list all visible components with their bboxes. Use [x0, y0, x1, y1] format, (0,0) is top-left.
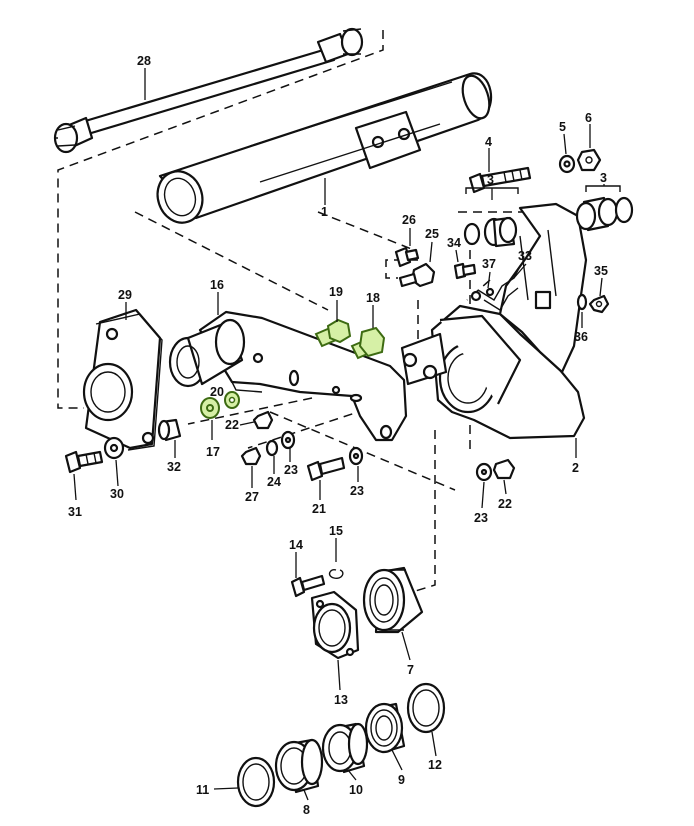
ring-11 — [236, 756, 276, 808]
callout-3-left: 3 — [487, 173, 494, 187]
bearing-9 — [364, 702, 406, 754]
nut-22-bottom — [492, 458, 516, 480]
callout-37: 37 — [482, 257, 496, 271]
bushing-set-right — [575, 196, 634, 232]
callout-3-right: 3 — [600, 171, 607, 185]
callout-15: 15 — [329, 524, 343, 538]
callout-2: 2 — [572, 461, 579, 475]
seal-flange-13 — [310, 590, 360, 660]
callout-12: 12 — [428, 758, 442, 772]
bearing-10 — [321, 722, 369, 774]
callout-24: 24 — [267, 475, 281, 489]
nut-27 — [240, 446, 262, 466]
callout-19: 19 — [329, 285, 343, 299]
ring-12 — [406, 682, 446, 734]
washer-36 — [576, 293, 588, 311]
callout-35: 35 — [594, 264, 608, 278]
callout-18: 18 — [366, 291, 380, 305]
callout-33: 33 — [518, 249, 532, 263]
leader-lines — [73, 68, 621, 801]
callout-31: 31 — [68, 505, 82, 519]
callout-5: 5 — [559, 120, 566, 134]
callout-22-bottom: 22 — [498, 497, 512, 511]
callout-11: 11 — [196, 783, 209, 797]
callout-36: 36 — [574, 330, 588, 344]
stud-25 — [398, 262, 436, 288]
callout-28: 28 — [137, 54, 151, 68]
bolt-18-highlighted — [350, 326, 386, 360]
clip-15 — [328, 568, 344, 580]
bolt-26 — [394, 246, 420, 268]
callout-10: 10 — [349, 783, 363, 797]
callout-26: 26 — [402, 213, 416, 227]
callout-23-right: 23 — [350, 484, 364, 498]
nut-6 — [576, 148, 602, 172]
callout-29: 29 — [118, 288, 132, 302]
bearing-8 — [274, 738, 324, 794]
callout-20: 20 — [210, 385, 224, 399]
nut-35 — [588, 294, 610, 314]
washer-5 — [558, 154, 576, 174]
washer-23-bottom — [475, 462, 493, 482]
washer-23-lower-left — [280, 430, 296, 450]
callout-17: 17 — [206, 445, 220, 459]
callout-32: 32 — [167, 460, 181, 474]
cross-tube — [156, 72, 493, 224]
callout-14: 14 — [289, 538, 303, 552]
flange-housing — [82, 308, 163, 451]
callout-9: 9 — [398, 773, 405, 787]
lock-washer-24 — [265, 439, 279, 457]
callout-23-bottom: 23 — [474, 511, 488, 525]
callout-16: 16 — [210, 278, 224, 292]
washer-20-highlighted — [224, 391, 240, 409]
callout-labels: 28 1 29 16 19 18 20 17 22 23 27 24 21 23… — [68, 54, 608, 817]
callout-30: 30 — [110, 487, 124, 501]
callout-13: 13 — [334, 693, 348, 707]
callout-21: 21 — [312, 502, 326, 516]
bolt-34 — [453, 262, 477, 280]
trailing-arm-plate — [168, 310, 408, 442]
callout-7: 7 — [407, 663, 414, 677]
nut-17-highlighted — [200, 397, 220, 419]
nut-22-upper — [252, 410, 274, 430]
callout-23-upper: 23 — [284, 463, 298, 477]
bolt-19-highlighted — [314, 318, 352, 348]
callout-4: 4 — [485, 135, 492, 149]
bushing-set-left — [463, 216, 518, 248]
callout-8: 8 — [303, 803, 310, 817]
bushing-32 — [157, 418, 182, 442]
callout-34: 34 — [447, 236, 461, 250]
washer-23-right — [348, 446, 364, 466]
bolt-14 — [290, 574, 326, 598]
washer-30 — [103, 436, 125, 460]
callout-25: 25 — [425, 227, 439, 241]
wheel-bearing-7 — [362, 566, 424, 634]
drive-shaft — [53, 27, 364, 154]
callout-1: 1 — [321, 205, 328, 219]
brake-line-bracket — [470, 265, 521, 311]
wheel-carrier — [400, 202, 588, 440]
bolt-31 — [64, 450, 104, 474]
callout-27: 27 — [245, 490, 259, 504]
callout-6: 6 — [585, 111, 592, 125]
bolt-21 — [306, 456, 346, 482]
callout-22-upper: 22 — [225, 418, 239, 432]
